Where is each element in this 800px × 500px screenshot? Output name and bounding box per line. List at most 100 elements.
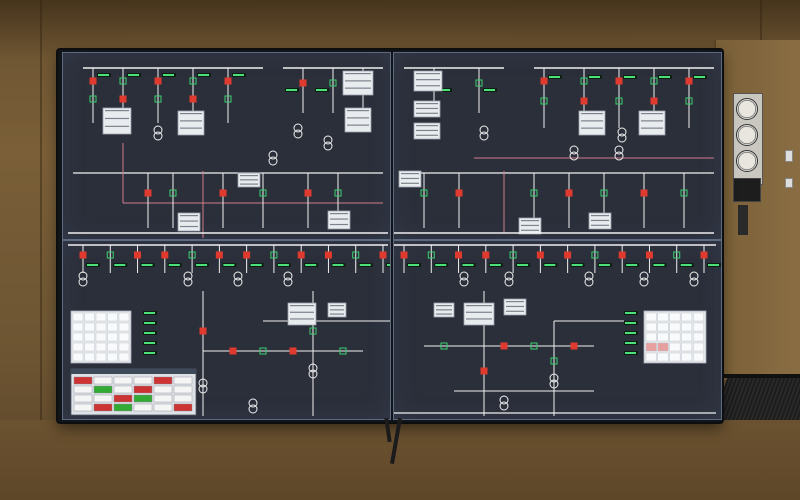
breaker-icon [270,251,278,259]
operator-console [712,376,800,420]
info-panel-line [180,225,198,228]
legend-tile [173,376,193,385]
value-readout-digits [571,264,583,266]
value-readout-digits [114,264,126,266]
info-panel-line [416,73,440,75]
alarm-tile [118,342,130,352]
alarm-tile [669,342,681,352]
info-panel-line [466,318,492,320]
legend-tile [153,403,173,412]
info-panel-line [347,110,369,112]
breaker-icon [89,95,97,103]
breaker-icon [144,189,152,197]
legend-tile [73,385,93,394]
alarm-tile [669,322,681,332]
alarm-tile [107,322,118,332]
info-panel-line [416,125,438,127]
info-panel-line [416,107,438,110]
info-panel-line [180,120,202,122]
value-readout-digits [659,76,670,78]
transformer-icon [499,395,509,405]
info-panel-line [641,113,663,115]
alarm-tile [84,322,95,332]
legend-tile [93,394,113,403]
breaker-icon [440,342,448,350]
breaker-icon [420,189,428,197]
transformer-icon [323,141,333,151]
value-readout-digits [359,264,371,266]
value-readout-digits [387,264,390,266]
alarm-tile [95,312,107,322]
breaker-icon [530,189,538,197]
breaker-icon [580,77,588,85]
transformer-icon [569,145,579,155]
info-panel-line [345,73,371,75]
breaker-icon [400,251,408,259]
transformer-icon [689,277,699,287]
panel-meter-box [733,178,761,202]
info-panel-line [416,129,438,132]
value-readout-digits [653,264,665,266]
alarm-tile [657,342,669,352]
legend-tile [73,394,93,403]
info-panel-line [180,127,202,129]
info-panel-line [581,127,603,129]
breaker-icon [482,251,490,259]
legend-tile [113,385,133,394]
alarm-tile [72,342,84,352]
info-panel-line [506,305,524,308]
value-readout-digits [626,264,638,266]
info-panel-line [416,134,438,136]
transformer-icon [308,369,318,379]
transformer-icon [569,151,579,161]
info-panel-line [290,318,314,320]
transformer-icon [78,271,88,281]
alarm-tile [693,322,704,332]
breaker-icon [550,357,558,365]
info-panel [177,110,205,136]
alarm-tile [107,332,118,342]
breaker-icon [680,189,688,197]
transformer-icon [549,379,559,389]
alarm-tile [657,352,669,362]
value-readout-digits [196,264,208,266]
value-readout-digits [286,89,297,91]
breaker-icon [564,251,572,259]
alarm-tile [681,322,693,332]
info-panel-line [105,125,129,127]
info-panel-line [240,179,258,181]
breaker-icon [304,189,312,197]
alarm-tile [84,352,95,362]
transformer-icon [268,156,278,166]
info-panel [344,107,372,133]
legend-tile [93,403,113,412]
breaker-icon [455,189,463,197]
breaker-icon [119,95,127,103]
alarm-tile [84,312,95,322]
screen-bottom-left [62,240,391,420]
breaker-icon [215,251,223,259]
value-readout-digits [624,76,635,78]
alarm-tile [84,342,95,352]
info-panel-line [436,305,452,307]
info-panel-line [345,80,371,82]
transformer-icon [153,131,163,141]
breaker-icon [154,77,162,85]
alarm-tile [95,322,107,332]
transformer-icon [504,277,514,287]
transformer-icon [268,150,278,160]
value-readout-digits [625,312,636,314]
info-panel-line [436,313,452,315]
alarm-tile [72,312,84,322]
breaker-icon [324,251,332,259]
info-panel-line [416,79,440,81]
transformer-icon [479,131,489,141]
alarm-tile [657,332,669,342]
info-panel [287,302,317,326]
info-panel-line [330,305,344,307]
transformer-icon [248,404,258,414]
value-readout-digits [625,332,636,334]
value-readout-digits [484,89,495,91]
transformer-icon [78,277,88,287]
value-readout-digits [277,264,289,266]
